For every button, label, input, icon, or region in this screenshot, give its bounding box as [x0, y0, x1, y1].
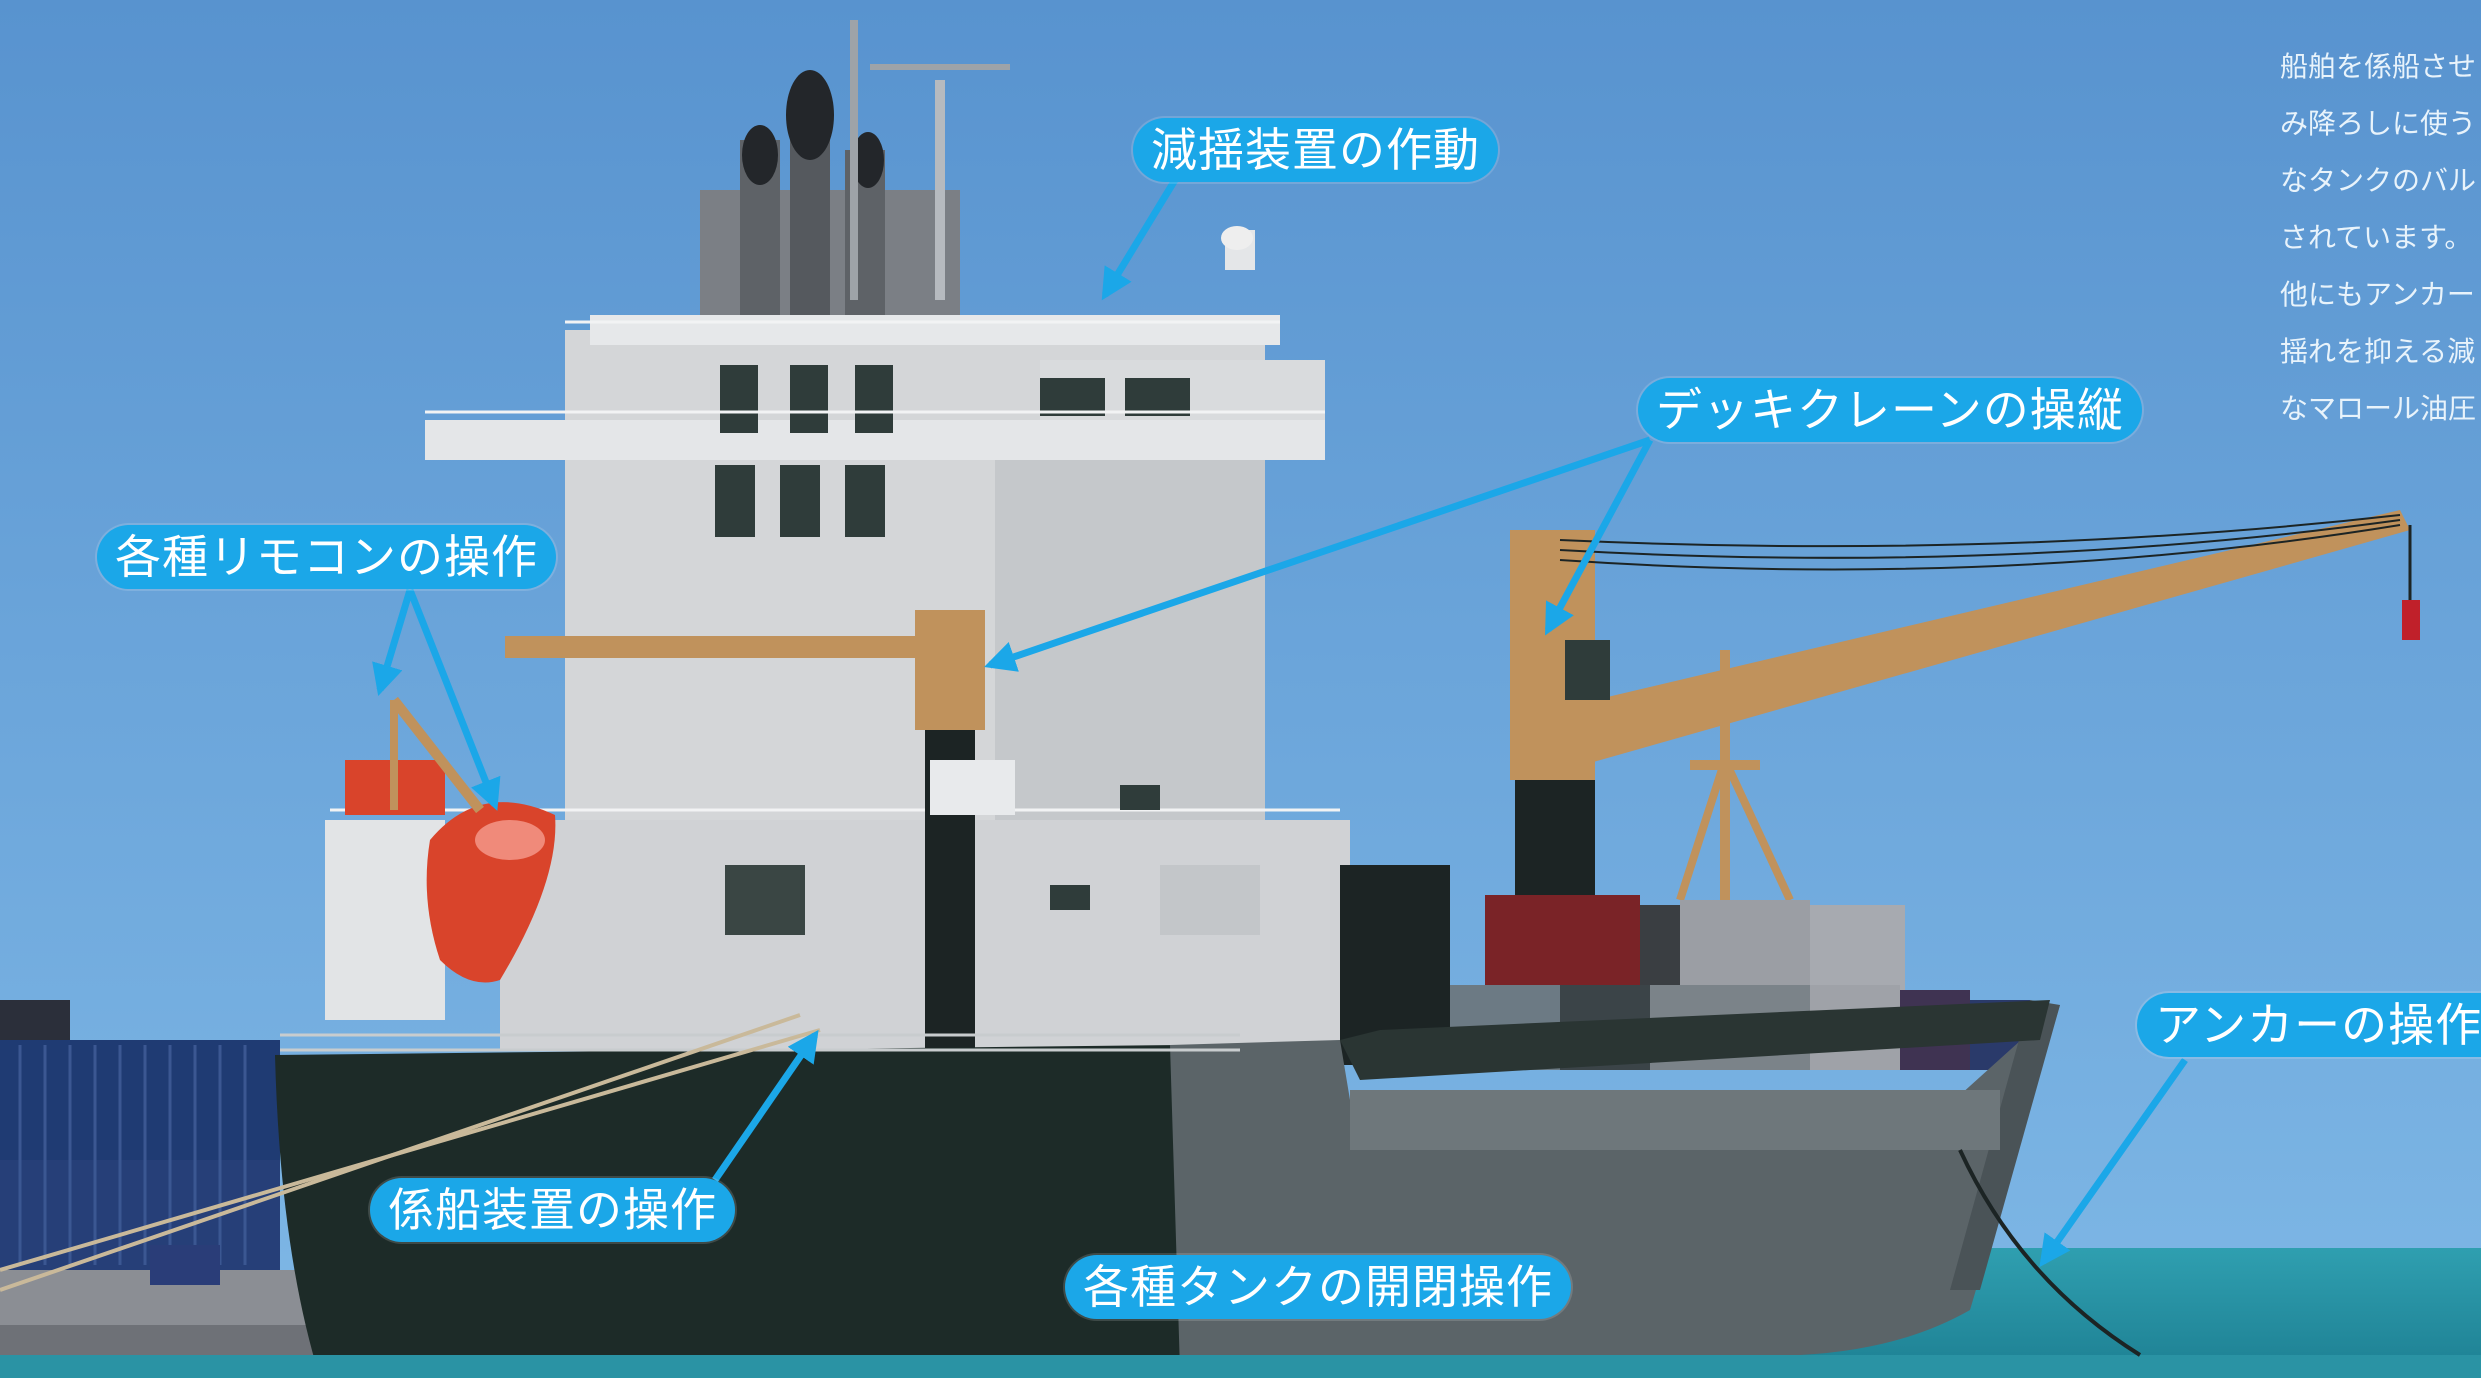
description-line: なマロール油圧 [2280, 392, 2477, 425]
mooring-ropes [0, 1013, 821, 1292]
arrow-crane-centre [984, 436, 1652, 672]
foremast [1676, 650, 1794, 902]
centre-crane [505, 610, 1015, 1050]
description-line: 他にもアンカー [2280, 278, 2475, 311]
lifeboat [325, 696, 556, 1020]
funnels [700, 20, 1255, 330]
arrow-mooring [712, 1029, 819, 1182]
arrow-remote-a [372, 588, 414, 697]
arrow-anchor [2039, 1057, 2188, 1268]
arrow-crane-bow [1544, 438, 1654, 636]
description-line: なタンクのバル [2280, 164, 2477, 197]
label-tanks: 各種タンクの開閉操作 [1065, 1255, 1571, 1319]
label-stabilizer: 減揺装置の作動 [1133, 118, 1498, 182]
annotation-arrows [372, 178, 2188, 1268]
label-crane: デッキクレーンの操縦 [1638, 378, 2142, 442]
description-line: 船舶を係船させ [2280, 50, 2477, 83]
arrow-stabilizer [1101, 178, 1178, 301]
description-text: 船舶を係船させ み降ろしに使う なタンクのバル されています。 他にもアンカー … [2280, 38, 2480, 437]
label-mooring: 係船装置の操作 [370, 1178, 735, 1242]
description-line: されています。 [2280, 221, 2473, 254]
description-line: 揺れを抑える減 [2280, 335, 2476, 368]
description-line: み降ろしに使う [2280, 107, 2477, 140]
anchor-chain [1958, 1149, 2142, 1357]
label-anchor: アンカーの操作 [2137, 993, 2481, 1057]
label-remote: 各種リモコンの操作 [97, 525, 556, 589]
arrow-remote-b [406, 588, 501, 811]
